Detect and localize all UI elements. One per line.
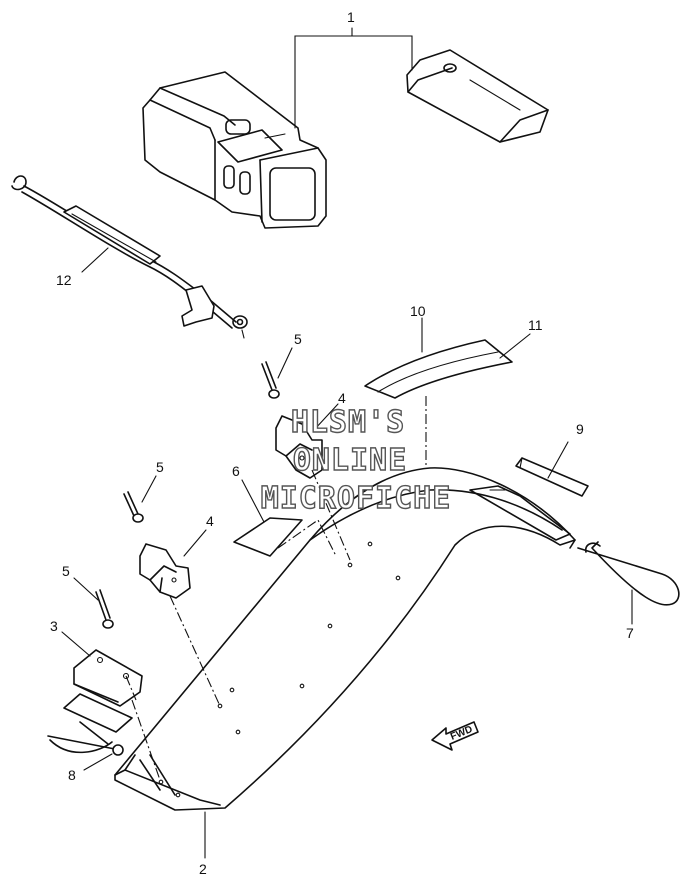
leader-4-upper [313,403,339,431]
seat-lock-cable-part [11,175,248,339]
bracket-upper-part [275,415,351,561]
callout-5-lower: 5 [62,563,70,579]
pin-part [47,721,124,756]
forward-arrow-icon: FWD [431,721,479,751]
callout-8: 8 [68,767,76,783]
callout-7: 7 [626,625,634,641]
callout-9: 9 [576,421,584,437]
callout-10: 10 [410,303,426,319]
leader-6 [241,479,265,523]
callout-11: 11 [528,317,543,333]
watermark-line-1: HLSM'S [291,405,405,440]
forward-label: FWD [449,724,474,743]
bracket-lower-part [139,543,221,707]
watermark-line-2: ONLINE [293,443,407,478]
leader-3 [61,631,91,657]
wire-hook-part [577,541,680,606]
leader-11 [499,333,531,359]
leader-9 [547,441,569,479]
leader-12 [81,247,109,273]
watermark-line-3: MICROFICHE [261,481,452,516]
leader-5-upper [277,347,293,379]
watermark: HLSM'S ONLINE MICROFICHE [260,404,452,516]
leader-1 [294,27,413,129]
leader-5-lower [73,577,99,601]
leader-4-lower [183,529,207,557]
hinge-plate-part [63,649,161,781]
tool-bag-part [142,71,327,229]
fender-holes [158,541,401,798]
callout-3: 3 [50,618,58,634]
screw-lower-part [95,589,114,629]
tool-pouch-part [406,49,549,143]
leader-8 [83,753,113,771]
callout-12: 12 [56,272,72,288]
callout-4-lower: 4 [206,513,214,529]
screw-middle-part [123,491,144,523]
damper-pad-part [364,339,513,470]
sticker-part [233,517,337,557]
callout-5-middle: 5 [156,459,164,475]
bar-part [515,457,589,497]
callout-1: 1 [347,9,355,25]
screw-upper-part [261,361,280,399]
callout-4-upper: 4 [338,390,346,406]
callout-2: 2 [199,861,207,877]
leader-5-middle [141,475,157,503]
callout-6: 6 [232,463,240,479]
rear-fender-part [114,467,576,811]
callout-5-upper: 5 [294,331,302,347]
